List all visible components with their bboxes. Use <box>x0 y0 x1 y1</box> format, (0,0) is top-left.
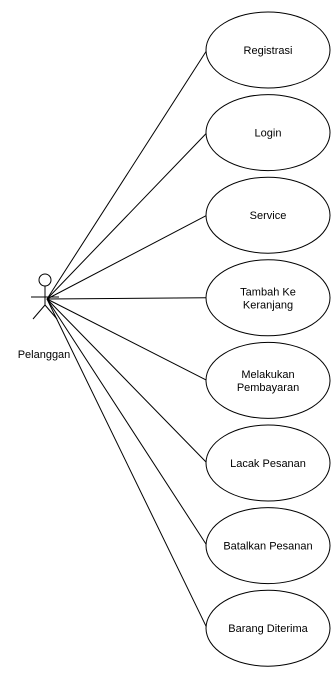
use-case-label: Batalkan Pesanan <box>223 541 312 553</box>
actor-pelanggan: Pelanggan <box>18 273 71 361</box>
use-case-label: Melakukan <box>241 369 294 381</box>
use-case-ellipse <box>205 589 331 667</box>
use-case-ellipse <box>205 11 331 89</box>
use-case-ellipse <box>205 424 331 502</box>
actor-label: Pelanggan <box>18 349 71 361</box>
use-case-label: Barang Diterima <box>228 623 308 635</box>
association-line-registrasi <box>46 49 208 300</box>
use-case-ellipse <box>205 341 331 419</box>
stick-figure-icon <box>31 273 59 320</box>
association-line-service <box>46 214 208 300</box>
use-case-lacak-pesanan: Lacak Pesanan <box>205 424 331 502</box>
association-line-lacak-pesanan <box>46 298 208 464</box>
use-case-registrasi: Registrasi <box>205 11 331 89</box>
association-lines <box>46 49 208 629</box>
use-case-ellipse <box>205 94 331 172</box>
use-case-ellipse <box>205 507 331 585</box>
use-case-label: Login <box>255 128 282 140</box>
use-case-batalkan-pesanan: Batalkan Pesanan <box>205 507 331 585</box>
use-case-barang-diterima: Barang Diterima <box>205 589 331 667</box>
association-line-login <box>46 132 208 300</box>
association-line-barang-diterima <box>46 298 208 629</box>
use-case-label: Tambah Ke <box>240 286 296 298</box>
use-case-label: Keranjang <box>243 299 293 311</box>
association-line-melakukan-pembayaran <box>46 298 208 381</box>
use-case-service: Service <box>205 176 331 254</box>
use-case-label: Registrasi <box>244 45 293 57</box>
use-case-login: Login <box>205 94 331 172</box>
use-case-label: Lacak Pesanan <box>230 458 306 470</box>
association-line-batalkan-pesanan <box>46 298 208 546</box>
association-line-tambah-ke-keranjang <box>46 297 208 300</box>
use-case-ellipse <box>205 176 331 254</box>
use-case-label: Pembayaran <box>237 382 299 394</box>
use-case-ellipse <box>205 259 331 337</box>
use-case-label: Service <box>250 210 287 222</box>
